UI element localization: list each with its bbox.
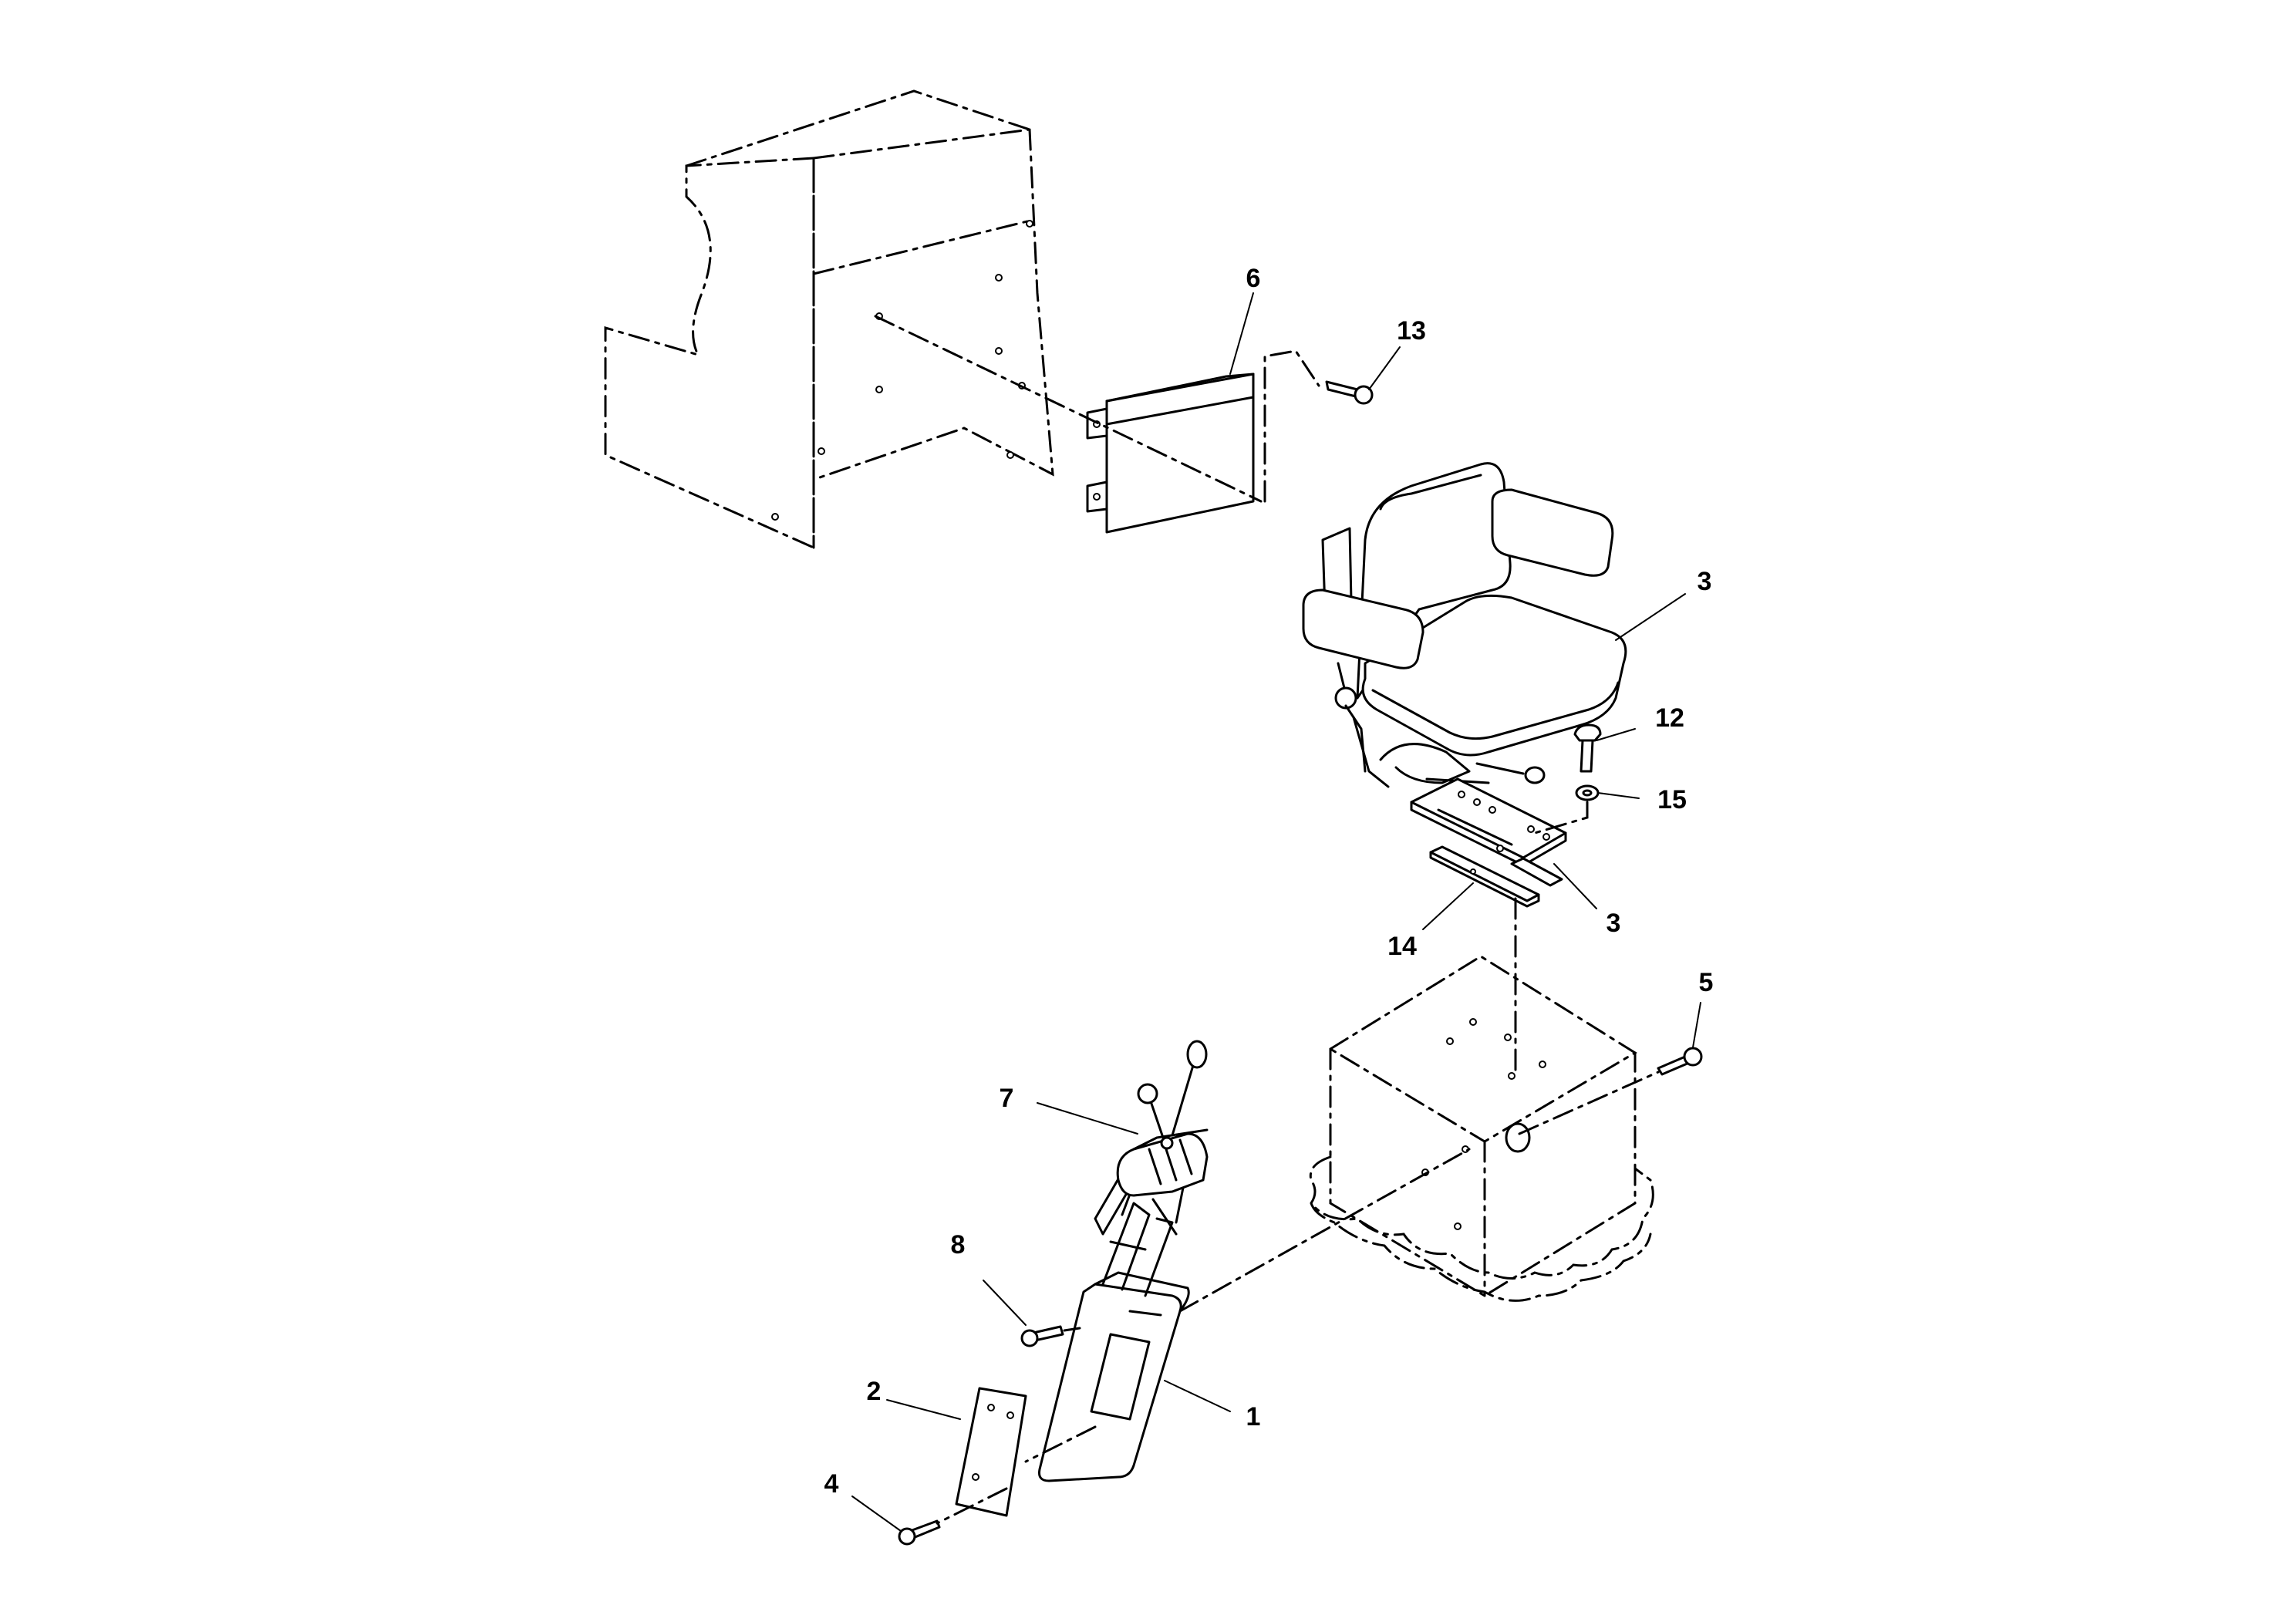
- callout-6: 6: [1246, 264, 1261, 293]
- callout-3-bracket: 3: [1607, 909, 1621, 938]
- cover-plate: [955, 1387, 1027, 1517]
- bolt-12-mounting-line: [1533, 801, 1589, 835]
- control-box: [1086, 373, 1255, 534]
- bolt-13: [1325, 380, 1374, 405]
- callout-5: 5: [1699, 968, 1714, 997]
- operator-seat: [1302, 462, 1627, 788]
- console-mounting-line: [1178, 1148, 1471, 1313]
- callout-12: 12: [1655, 703, 1684, 733]
- callout-8: 8: [951, 1230, 966, 1259]
- cover-plate-mounting-line: [936, 1425, 1097, 1525]
- bolt-8: [1020, 1325, 1064, 1347]
- callout-3-seat: 3: [1698, 567, 1712, 596]
- bolt-4: [898, 1519, 941, 1546]
- control-box-mounting-line: [874, 315, 1263, 503]
- bolt-5: [1657, 1047, 1703, 1076]
- callout-7: 7: [1000, 1084, 1014, 1113]
- bolt-5-mounting-line: [1518, 1071, 1660, 1135]
- control-levers: [1116, 1040, 1209, 1197]
- seat-rail: [1429, 845, 1563, 908]
- callout-13: 13: [1397, 316, 1426, 346]
- callout-2: 2: [867, 1377, 882, 1406]
- seat-mounting-bracket: [1410, 777, 1567, 867]
- control-console: [1038, 1152, 1190, 1482]
- bolt-12: [1573, 723, 1602, 773]
- cab-panel-phantom: [604, 89, 1054, 550]
- callout-14: 14: [1387, 932, 1417, 961]
- seat-base-phantom: [1309, 955, 1654, 1302]
- callout-1: 1: [1246, 1402, 1261, 1431]
- callout-15: 15: [1657, 785, 1687, 814]
- leader-lines: [851, 292, 1701, 1532]
- callout-4: 4: [824, 1469, 839, 1499]
- bolt-8-mounting-line: [1063, 1327, 1081, 1332]
- bolt-13-mounting-line: [1263, 349, 1320, 503]
- washer-15: [1575, 784, 1600, 801]
